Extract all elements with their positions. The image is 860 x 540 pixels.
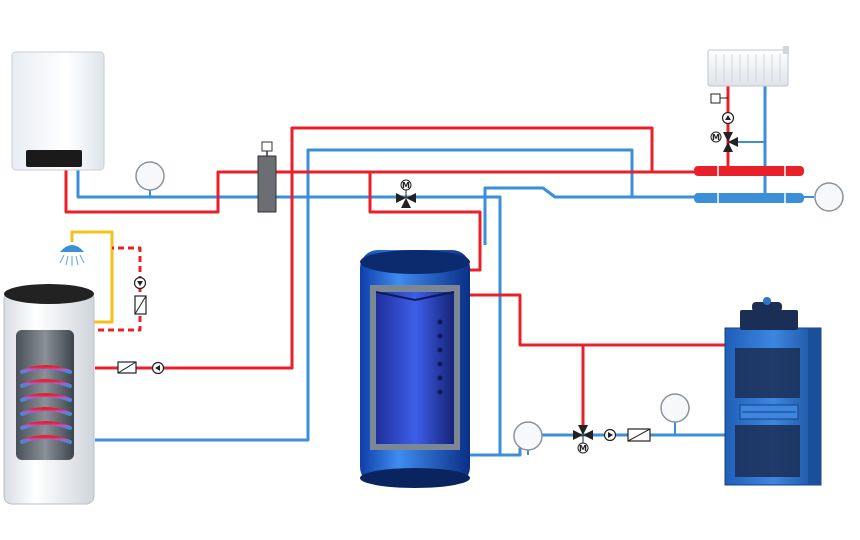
expansion-vessel-solid-fuel (660, 393, 690, 435)
pump-cylinder (151, 361, 165, 375)
manifold (694, 166, 804, 203)
return-pipe-top-loop (306, 148, 634, 245)
return-pipe-cylinder (95, 197, 310, 442)
mixing-valve-radiator: M (710, 131, 765, 152)
pump-solid-fuel (603, 428, 617, 442)
valve-motor-label-2: M (579, 444, 587, 453)
expansion-vessels (135, 161, 844, 455)
expansion-vessel-main (135, 161, 165, 197)
mixing-valve-solid-fuel: M (573, 425, 593, 454)
expansion-vessel-right (800, 182, 844, 212)
check-valve-cylinder (117, 361, 137, 374)
valve-motor-label-3: M (712, 133, 720, 142)
boiler-display-panel (26, 150, 82, 167)
supply-pipe-solid-fuel (470, 293, 725, 347)
hot-water-cylinder (3, 284, 95, 505)
supply-pipe-buffer-top (368, 172, 482, 272)
pump-radiator (721, 111, 735, 125)
buffer-ports (437, 319, 443, 395)
manifold-supply-bar (694, 166, 804, 176)
separator-air-vent-icon (261, 141, 273, 152)
air-vent-radiator (710, 93, 728, 104)
check-valve-solid-fuel (627, 428, 651, 442)
supply-pipe-gas-boiler (64, 168, 258, 214)
radiator (707, 46, 789, 87)
solid-fuel-boiler (724, 297, 822, 486)
return-pipe-gas-boiler (76, 168, 258, 199)
manifold-return-bar (694, 193, 804, 203)
motorized-valve-buffer: M (396, 179, 416, 208)
hydraulic-separator (257, 141, 277, 213)
buffer-tank (360, 250, 470, 488)
dhw-hot-pipe (70, 230, 114, 324)
solid-fuel-lower-door (735, 425, 800, 477)
wall-mounted-gas-boiler (11, 51, 105, 171)
cylinder-coil-icon (20, 365, 72, 444)
solid-fuel-control-panel (740, 310, 798, 330)
expansion-vessel-buffer (513, 421, 543, 455)
shower-head-icon (59, 245, 85, 266)
check-valve-dhw (134, 295, 147, 315)
supply-pipes (64, 80, 730, 430)
dhw-cold-pipe (88, 246, 142, 332)
valve-motor-label: M (402, 181, 410, 190)
solid-fuel-upper-door (735, 348, 800, 398)
pump-dhw (133, 276, 147, 290)
